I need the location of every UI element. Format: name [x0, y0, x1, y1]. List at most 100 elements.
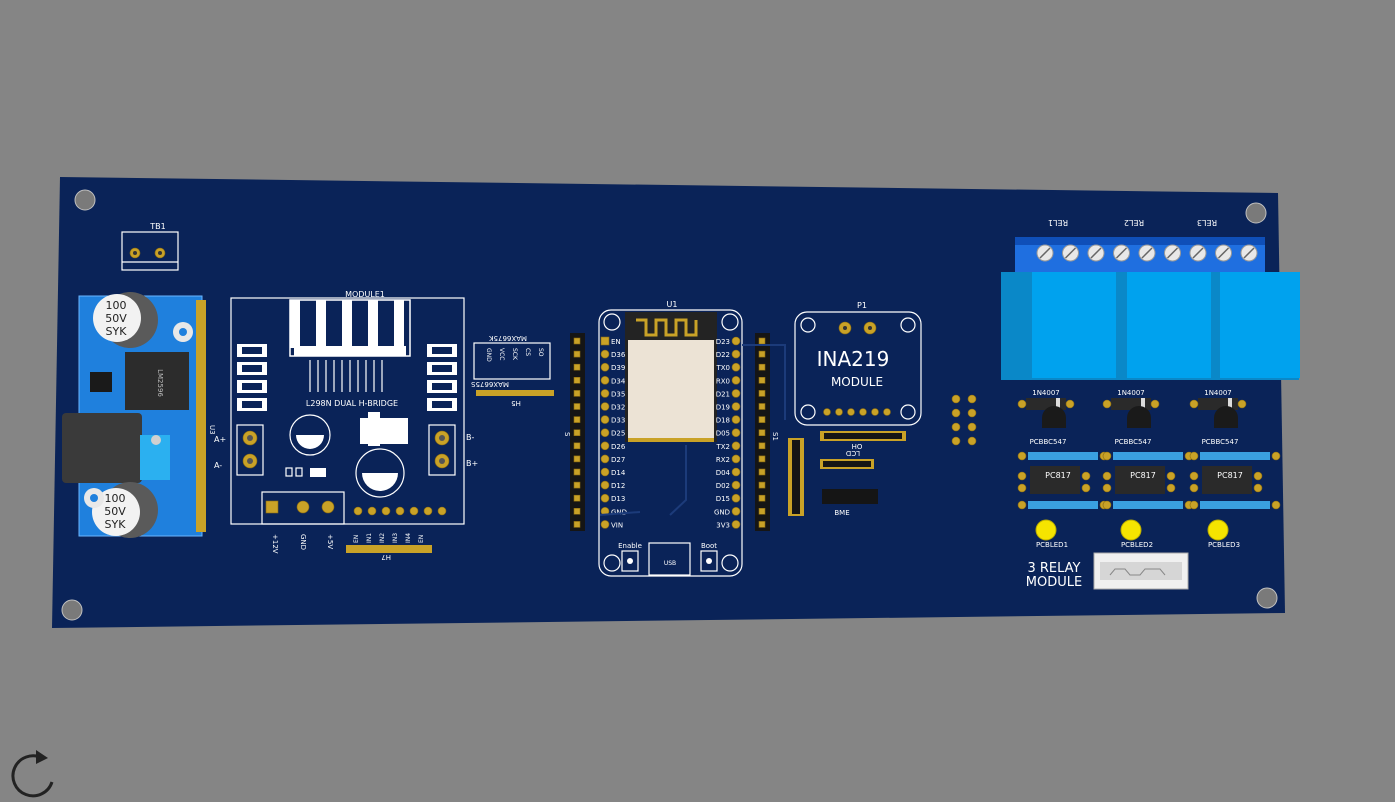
esp32-pin-pad — [731, 402, 741, 411]
esp32-pin-pad — [600, 336, 610, 346]
svg-text:50V: 50V — [105, 312, 127, 325]
svg-text:MODULE1: MODULE1 — [345, 290, 385, 299]
svg-text:A-: A- — [214, 461, 222, 470]
header-pin — [758, 521, 766, 528]
resistor — [1028, 452, 1098, 460]
h5-max6675-header: MAX6675K GND VCC SCK CS SO MAX6675S H5 — [471, 334, 554, 407]
header-pin — [573, 494, 581, 502]
svg-text:A+: A+ — [214, 435, 226, 444]
bme-header: BME — [822, 489, 878, 517]
esp32-pin-label: TX2 — [715, 443, 730, 451]
header-pin — [573, 429, 581, 437]
diode-band — [1228, 398, 1232, 410]
tb1-terminal: TB1 — [121, 222, 179, 271]
esp32-pin-pad — [600, 480, 610, 490]
esp32-pin-pad — [731, 520, 741, 529]
svg-text:+5V: +5V — [326, 534, 334, 549]
esp32-pin-label: D34 — [611, 377, 626, 385]
svg-text:SYK: SYK — [106, 325, 128, 338]
svg-text:REL1: REL1 — [1048, 218, 1068, 227]
terminal-screw-slot — [1039, 247, 1051, 259]
esp32-pin-pad — [731, 389, 741, 398]
svg-text:S1: S1 — [771, 432, 779, 441]
svg-text:IN3: IN3 — [392, 533, 399, 543]
esp32-pin-pad — [731, 441, 741, 451]
svg-text:IN2: IN2 — [379, 533, 386, 543]
relay-module-title: 3 RELAY MODULE — [1026, 561, 1082, 590]
esp32-pin-pad — [600, 428, 610, 438]
header-pin — [758, 390, 766, 397]
esp32-pin-pad — [731, 336, 741, 346]
pad — [1189, 471, 1199, 481]
esp32-pin-label: D36 — [611, 351, 626, 359]
svg-text:MODULE: MODULE — [1026, 575, 1082, 590]
svg-text:L298N DUAL H-BRIDGE: L298N DUAL H-BRIDGE — [306, 399, 398, 408]
terminal-screw-slot — [1090, 247, 1102, 259]
resistor — [1200, 501, 1270, 509]
diode-band — [1056, 398, 1060, 410]
jst-connector — [1093, 552, 1189, 590]
rotate-icon[interactable] — [0, 742, 60, 798]
svg-text:50V: 50V — [104, 505, 126, 518]
terminal-screw-slot — [1115, 247, 1128, 259]
pad — [1102, 500, 1112, 510]
svg-text:100: 100 — [106, 299, 127, 312]
esp32-pin-label: D12 — [611, 482, 625, 490]
pad — [1081, 471, 1091, 481]
esp32-pin-label: D27 — [611, 456, 625, 464]
svg-text:IN4: IN4 — [405, 533, 412, 543]
esp32-pin-label: VIN — [611, 521, 623, 529]
header-pin — [573, 390, 581, 397]
led-label: PCBLED1 — [1036, 541, 1068, 549]
header-pin — [758, 481, 766, 489]
terminal-screw-slot — [1217, 247, 1230, 259]
header-pin — [573, 455, 581, 463]
pad — [1253, 483, 1263, 493]
esp32-pin-label: D26 — [611, 443, 626, 451]
esp32-pin-label: D33 — [611, 417, 625, 425]
esp32-pin-label: D25 — [611, 430, 625, 438]
esp32-pin-label: TX0 — [715, 364, 730, 372]
header-pin — [573, 403, 581, 410]
esp32-pin-label: GND — [714, 508, 730, 516]
esp32-pin-label: D22 — [716, 351, 730, 359]
diode-band — [1141, 398, 1145, 410]
esp32-pin-label: RX2 — [716, 456, 730, 464]
pad — [1166, 471, 1176, 481]
svg-text:REL2: REL2 — [1124, 218, 1144, 227]
mounting-holes — [61, 189, 1278, 621]
svg-text:SO: SO — [537, 348, 544, 357]
led — [1207, 519, 1229, 541]
relay-labels: REL1 REL2 REL3 — [1048, 218, 1217, 227]
pad — [1017, 471, 1027, 481]
esp32-pin-label: RX0 — [716, 377, 730, 385]
esp32-pin-pad — [600, 402, 610, 411]
esp32-pin-pad — [600, 467, 610, 477]
svg-text:SYK: SYK — [105, 518, 127, 531]
transistor — [1214, 406, 1238, 428]
svg-text:INA219: INA219 — [817, 347, 890, 371]
header-pin — [758, 468, 766, 476]
svg-text:TB1: TB1 — [149, 222, 165, 231]
resistor — [1200, 452, 1270, 460]
resistor — [1113, 452, 1183, 460]
svg-text:EN: EN — [353, 535, 360, 543]
pad — [1271, 500, 1281, 510]
relays — [1001, 272, 1300, 380]
diode-label: 1N4007 — [1117, 389, 1145, 397]
pad — [1237, 399, 1247, 409]
pad — [1102, 451, 1112, 461]
header-pin — [573, 507, 581, 515]
esp32-pin-pad — [731, 415, 741, 424]
pad — [1189, 500, 1199, 510]
header-pin — [758, 507, 766, 515]
lcd-header: LCD — [820, 449, 874, 469]
led — [1120, 519, 1142, 541]
svg-text:MODULE: MODULE — [831, 375, 883, 389]
svg-text:CS: CS — [524, 348, 531, 356]
